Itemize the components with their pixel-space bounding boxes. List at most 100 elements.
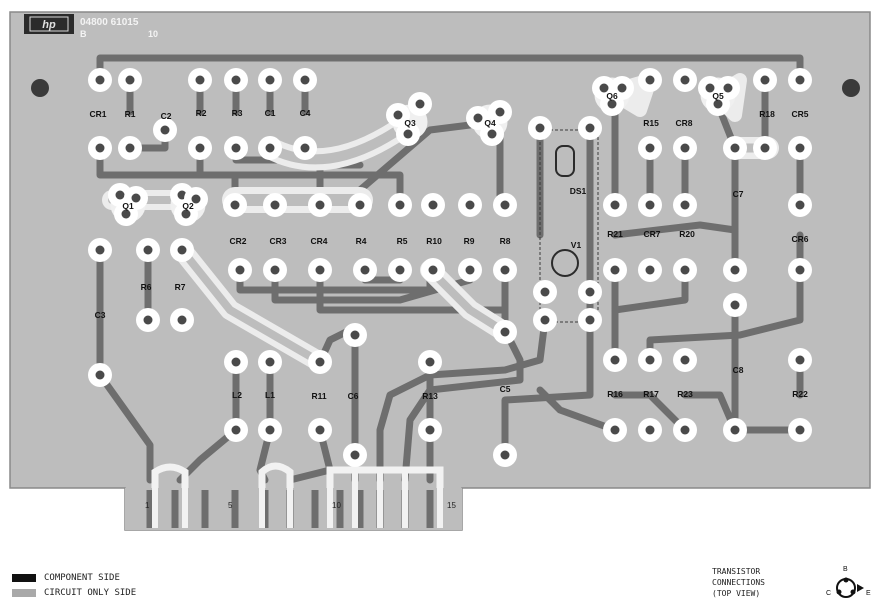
pad-hole (177, 315, 187, 325)
component-label-r20: R20 (679, 229, 695, 239)
v1-lamp-body (551, 249, 579, 277)
pad-hole (195, 75, 205, 85)
component-label-cr3: CR3 (269, 236, 286, 246)
component-label-r7: R7 (175, 282, 186, 292)
component-label-r11: R11 (311, 391, 326, 401)
pad-hole (160, 125, 170, 135)
component-label-r10: R10 (426, 236, 442, 246)
pad-hole (705, 83, 715, 93)
pad-hole (181, 209, 191, 219)
pad-hole (500, 450, 510, 460)
edge-connector: 1 5 10 15 (125, 462, 462, 530)
component-label-q6: Q6 (606, 91, 618, 101)
pin-b-label: B (843, 566, 848, 573)
component-label-r22: R22 (792, 389, 808, 399)
component-label-r16: R16 (607, 389, 623, 399)
component-label-c4: C4 (300, 108, 311, 118)
pad-hole (428, 265, 438, 275)
pad-hole (730, 300, 740, 310)
component-side-swatch (12, 573, 36, 582)
pad-hole (270, 200, 280, 210)
pad-hole (465, 265, 475, 275)
pad-hole (95, 143, 105, 153)
transistor-pinout-icon: B C E (826, 566, 871, 598)
component-label-r15: R15 (643, 118, 659, 128)
legend-row-circuit-side: CIRCUIT ONLY SIDE (12, 585, 136, 600)
pad-hole (680, 425, 690, 435)
pad-hole (428, 200, 438, 210)
pads (88, 68, 812, 467)
pad-hole (231, 75, 241, 85)
pad-hole (795, 200, 805, 210)
pad-hole (680, 265, 690, 275)
pad-hole (795, 355, 805, 365)
component-label-v1: V1 (571, 240, 582, 250)
pad-hole (425, 357, 435, 367)
pad-hole (360, 265, 370, 275)
pad-hole (645, 143, 655, 153)
pad-hole (599, 83, 609, 93)
pad-hole (795, 265, 805, 275)
component-label-cr1: CR1 (89, 109, 106, 119)
pad-hole (607, 99, 617, 109)
component-label-r8: R8 (500, 236, 511, 246)
tn-line2: CONNECTIONS (712, 578, 765, 587)
pad-hole (473, 113, 483, 123)
pad-hole (95, 75, 105, 85)
pad-hole (585, 287, 595, 297)
pad-hole (265, 75, 275, 85)
component-label-r1: R1 (125, 109, 136, 119)
pad-hole (585, 123, 595, 133)
component-label-c7: C7 (733, 189, 744, 199)
component-label-q2: Q2 (182, 201, 194, 211)
revision-left: B (80, 29, 87, 39)
component-label-r4: R4 (356, 236, 367, 246)
pad-hole (195, 143, 205, 153)
pad-hole (231, 425, 241, 435)
component-label-r18: R18 (759, 109, 775, 119)
pad-hole (500, 200, 510, 210)
component-label-r13: R13 (422, 391, 438, 401)
pad-hole (315, 357, 325, 367)
ds1-lamp-body (555, 145, 575, 177)
pad-hole (730, 425, 740, 435)
legend-row-component-side: COMPONENT SIDE (12, 570, 136, 585)
part-number: 04800 61015 (80, 17, 139, 28)
pad-hole (230, 200, 240, 210)
edge-pin-label: 5 (228, 501, 233, 510)
pin-c-label: C (826, 590, 831, 597)
component-label-c6: C6 (348, 391, 359, 401)
pad-hole (300, 143, 310, 153)
pad-hole (680, 143, 690, 153)
pad-hole (760, 143, 770, 153)
pad-hole (131, 193, 141, 203)
pad-hole (350, 330, 360, 340)
mounting-hole (842, 79, 860, 97)
component-label-cr7: CR7 (643, 229, 660, 239)
pad-hole (680, 355, 690, 365)
pad-hole (617, 83, 627, 93)
pad-hole (415, 99, 425, 109)
pad-hole (265, 357, 275, 367)
transistor-connections-text: TRANSISTOR CONNECTIONS (TOP VIEW) (712, 566, 765, 599)
pad-hole (610, 265, 620, 275)
pad-hole (465, 200, 475, 210)
hp-logo-text: hp (42, 19, 56, 31)
pad-hole (350, 450, 360, 460)
pad-hole (487, 129, 497, 139)
edge-pin-label: 10 (332, 501, 341, 510)
component-label-c8: C8 (733, 365, 744, 375)
pad-hole (143, 315, 153, 325)
legend-component-side-label: COMPONENT SIDE (44, 572, 120, 583)
component-label-r9: R9 (464, 236, 475, 246)
pad-hole (500, 265, 510, 275)
pad-hole (610, 355, 620, 365)
pad-hole (395, 200, 405, 210)
legend: COMPONENT SIDE CIRCUIT ONLY SIDE (12, 570, 136, 600)
component-label-r17: R17 (643, 389, 659, 399)
pad-hole (540, 315, 550, 325)
hp-logo-box (24, 14, 74, 34)
component-label-cr2: CR2 (229, 236, 246, 246)
pad-hole (645, 265, 655, 275)
